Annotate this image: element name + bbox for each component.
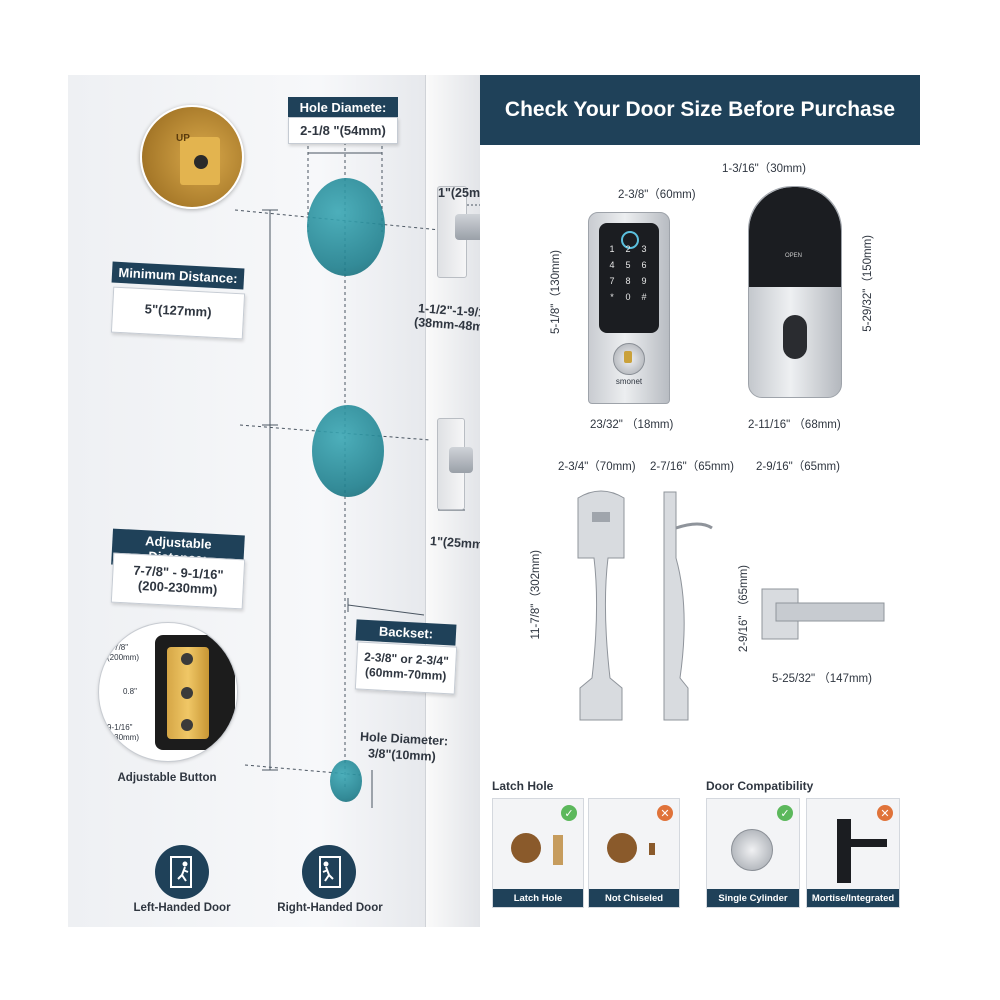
key-7: 7 bbox=[609, 276, 615, 286]
key-6: 6 bbox=[641, 260, 647, 270]
latch-up-mark: UP bbox=[176, 133, 190, 144]
adjustable-button-caption: Adjustable Button bbox=[117, 772, 217, 784]
door-compat-ok-caption: Single Cylinder bbox=[707, 889, 799, 907]
key-5: 5 bbox=[625, 260, 631, 270]
adjustable-button-zoom: 7-7/8" (200mm) 0.8" 9-1/16" (230mm) bbox=[98, 622, 238, 762]
door-compat-title: Door Compatibility bbox=[706, 779, 814, 793]
minimum-distance-value: 5"(127mm) bbox=[110, 286, 246, 340]
key-1: 1 bbox=[609, 244, 615, 254]
key-4: 4 bbox=[609, 260, 615, 270]
left-handed-door-label: Left-Handed Door bbox=[133, 902, 231, 914]
screw-hole-small bbox=[330, 760, 362, 802]
lever-image bbox=[760, 585, 890, 645]
key-9: 9 bbox=[641, 276, 647, 286]
bore-hole-top bbox=[307, 178, 385, 276]
dimension-panel bbox=[480, 75, 920, 927]
handleset-side-image bbox=[660, 488, 718, 726]
interior-unit-image: OPEN bbox=[748, 186, 842, 398]
right-handed-door-label: Right-Handed Door bbox=[277, 902, 383, 914]
lever-height: 2-9/16" （65mm) bbox=[738, 565, 750, 653]
door-compat-ok-image: ✓ Single Cylinder bbox=[706, 798, 800, 908]
key-2: 2 bbox=[625, 244, 631, 254]
key-0: 0 bbox=[625, 292, 631, 302]
adj-top-value: 7-7/8" bbox=[107, 643, 129, 652]
door-compat-bad-image: ✕ Mortise/Integrated bbox=[806, 798, 900, 908]
keypad-height: 5-1/8"（130mm) bbox=[550, 250, 562, 334]
hole-diameter-value: 2-1/8 "(54mm) bbox=[288, 117, 398, 144]
hole-diameter-label: Hole Diamete: bbox=[288, 97, 398, 118]
handleset-front-image bbox=[572, 488, 630, 726]
keypad-brand: smonet bbox=[615, 377, 643, 386]
interior-width: 2-11/16" （68mm) bbox=[748, 419, 841, 431]
adj-bottom-mm: (230mm) bbox=[107, 733, 140, 742]
key-3: 3 bbox=[641, 244, 647, 254]
latch-bolt-bottom bbox=[449, 447, 473, 473]
cross-icon: ✕ bbox=[877, 805, 893, 821]
latch-zoom-photo: UP bbox=[140, 105, 244, 209]
banner-title: Check Your Door Size Before Purchase bbox=[480, 75, 920, 145]
check-icon: ✓ bbox=[777, 805, 793, 821]
bore-hole-bottom bbox=[312, 405, 384, 497]
latch-hole-ok-image: ✓ Latch Hole bbox=[492, 798, 584, 908]
adj-mid-value: 0.8" bbox=[123, 687, 137, 696]
adjustable-distance-box: 7-7/8" - 9-1/16" (200-230mm) bbox=[110, 552, 246, 610]
latch-hole-ok-caption: Latch Hole bbox=[493, 889, 583, 907]
handleset-width-side: 2-7/16"（65mm) bbox=[650, 461, 734, 473]
keypad-depth: 23/32" （18mm) bbox=[590, 419, 674, 431]
cross-icon: ✕ bbox=[657, 805, 673, 821]
adj-top-mm: (200mm) bbox=[107, 653, 140, 662]
adj-bottom-value: 9-1/16" bbox=[107, 723, 133, 732]
latch-hole-bad-image: ✕ Not Chiseled bbox=[588, 798, 680, 908]
handleset-width-front: 2-3/4"（70mm) bbox=[558, 461, 636, 473]
latch-hole-title: Latch Hole bbox=[492, 779, 554, 793]
interior-depth: 1-3/16"（30mm) bbox=[722, 163, 806, 175]
door-compat-bad-caption: Mortise/Integrated bbox=[807, 889, 899, 907]
keypad-width: 2-3/8"（60mm) bbox=[618, 189, 696, 201]
right-handed-door-icon bbox=[302, 845, 356, 899]
backset-box: 2-3/8" or 2-3/4" (60mm-70mm) bbox=[354, 641, 458, 695]
key-star: * bbox=[610, 292, 614, 302]
lever-length: 5-25/32" （147mm) bbox=[772, 673, 872, 685]
keypad-keys: 1 2 3 4 5 6 7 8 9 * 0 # bbox=[604, 244, 652, 302]
interior-open-label: OPEN bbox=[785, 253, 803, 259]
key-hash: # bbox=[641, 292, 647, 302]
lever-depth: 2-9/16"（65mm) bbox=[756, 461, 840, 473]
interior-height: 5-29/32"（150mm) bbox=[862, 235, 874, 332]
keypad-exterior-image: smonet bbox=[588, 212, 670, 404]
check-icon: ✓ bbox=[561, 805, 577, 821]
key-8: 8 bbox=[625, 276, 631, 286]
latch-hole-bad-caption: Not Chiseled bbox=[589, 889, 679, 907]
handleset-height: 11-7/8"（302mm) bbox=[530, 550, 542, 640]
left-handed-door-icon bbox=[155, 845, 209, 899]
